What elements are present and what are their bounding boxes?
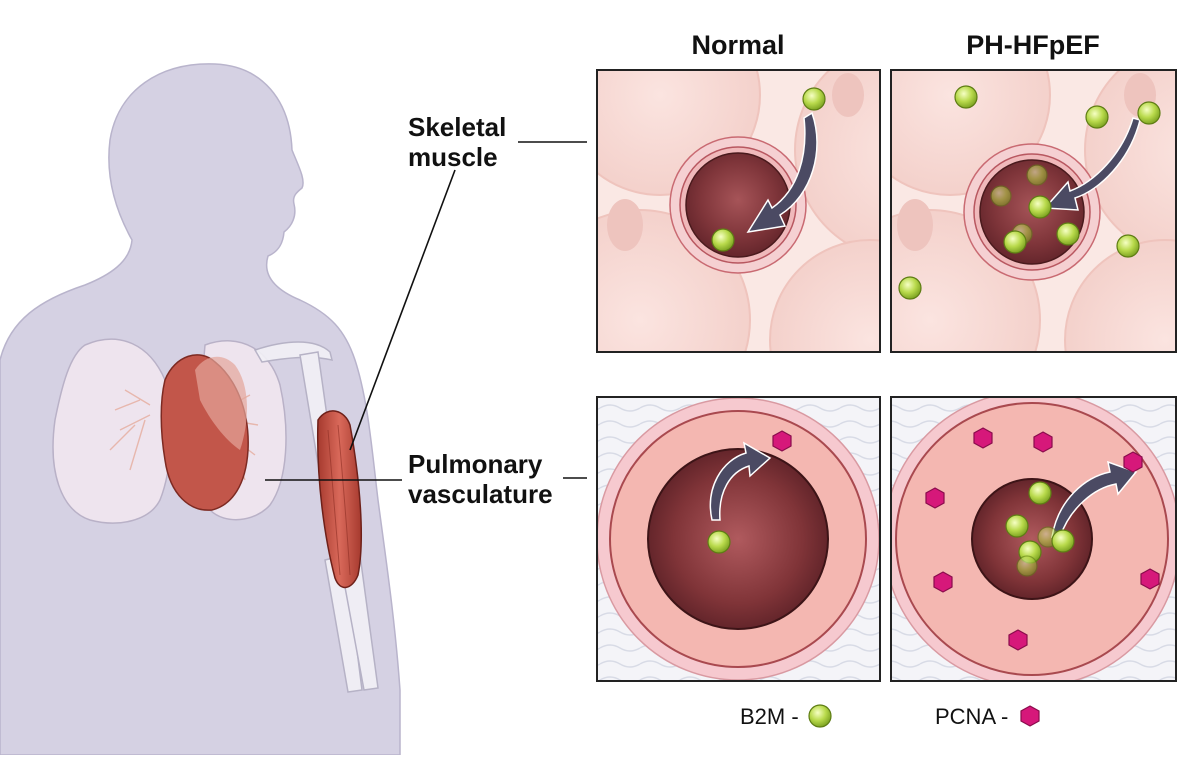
legend-b2m-icon — [808, 704, 832, 728]
b2m-particle-icon — [1116, 234, 1140, 258]
b2m-particle-icon — [707, 530, 731, 554]
pcna-particle-icon — [925, 487, 945, 509]
pcna-particle-icon — [933, 571, 953, 593]
heart — [160, 354, 249, 511]
row-label-pulmonary-line2: vasculature — [408, 479, 553, 509]
legend-pcna-icon — [1020, 705, 1040, 727]
legend-b2m-label: B2M - — [740, 704, 799, 729]
pcna-particle-icon — [1123, 451, 1143, 473]
arrow-skeletal-normal — [746, 111, 818, 234]
arrow-pulmonary-normal — [709, 441, 772, 521]
pcna-particle-icon — [772, 430, 792, 452]
leader-lines — [265, 141, 587, 481]
b2m-particle-icon — [1003, 230, 1027, 254]
b2m-particle-icon — [898, 276, 922, 300]
row-label-skeletal-line2: muscle — [408, 142, 498, 172]
pcna-particle-icon — [1140, 568, 1160, 590]
row-label-skeletal: Skeletal muscle — [408, 112, 506, 172]
pcna-particle-icon — [1033, 431, 1053, 453]
panel-pulmonary-disease — [890, 396, 1177, 682]
b2m-particle-icon — [1051, 529, 1075, 553]
b2m-particle-icon — [1016, 555, 1038, 577]
b2m-particle-icon — [1026, 164, 1048, 186]
arrow-icon — [709, 111, 1141, 538]
panel-pulmonary-normal — [596, 396, 881, 682]
arrow-skeletal-disease — [1043, 117, 1141, 211]
b2m-particle-icon — [954, 85, 978, 109]
pcna-particle-icon — [973, 427, 993, 449]
panel-skeletal-normal — [596, 69, 881, 353]
b2m-particle-icon — [1028, 195, 1052, 219]
row-label-pulmonary: Pulmonary vasculature — [408, 449, 553, 509]
legend-pcna-label: PCNA - — [935, 704, 1009, 729]
b2m-particles — [707, 85, 1161, 577]
b2m-particle-icon — [1137, 101, 1161, 125]
b2m-particle-icon — [711, 228, 735, 252]
column-heading-disease: PH-HFpEF — [966, 30, 1100, 60]
pcna-particle-icon — [1008, 629, 1028, 651]
pcna-particles — [772, 427, 1160, 651]
column-heading-normal: Normal — [691, 30, 785, 60]
arrow-pulmonary-disease — [1051, 460, 1138, 538]
b2m-particle-icon — [990, 185, 1012, 207]
b2m-particle-icon — [1028, 481, 1052, 505]
row-label-skeletal-line1: Skeletal — [408, 112, 507, 142]
b2m-particle-icon — [1085, 105, 1109, 129]
biceps-muscle — [316, 410, 363, 589]
b2m-particle-icon — [1056, 222, 1080, 246]
b2m-particle-icon — [802, 87, 826, 111]
b2m-particle-icon — [1005, 514, 1029, 538]
row-label-pulmonary-line1: Pulmonary — [408, 449, 543, 479]
